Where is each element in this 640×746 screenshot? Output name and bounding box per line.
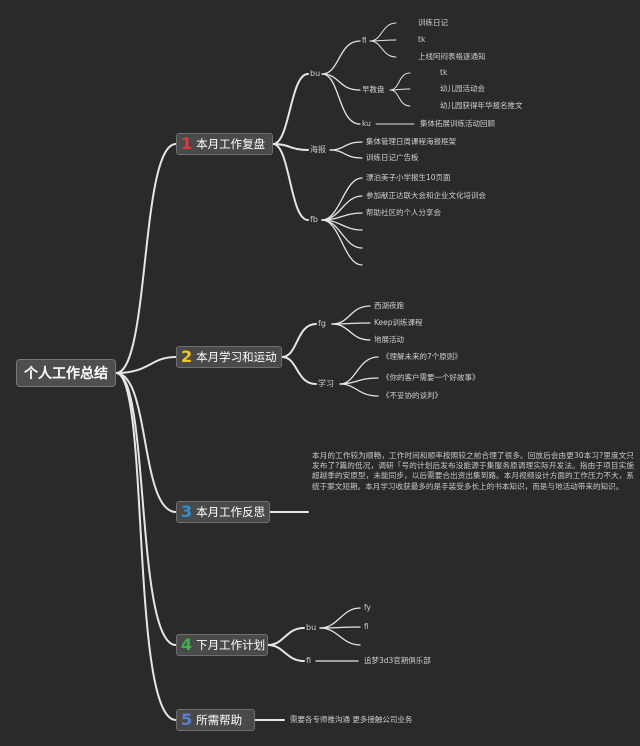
t2-sport-item-3: 地展活动	[374, 335, 404, 344]
topic-label: 下月工作计划	[196, 638, 266, 652]
topic-label: 本月学习和运动	[196, 350, 277, 364]
t1-branch-fb[interactable]: fb	[310, 215, 318, 224]
t1-branch-poster[interactable]: 海报	[310, 145, 326, 154]
t1-fb-item-2: 参加献正达联大会和企业文化培训会	[366, 191, 486, 200]
topic-number: 4	[181, 635, 193, 654]
topic-number: 1	[181, 134, 193, 153]
t3-reflection-text: 本月的工作较为顺畅，工作时间和顺率按照较之前合理了很多。回放后会由更30本习?里…	[312, 451, 634, 491]
t4-fi-item: 追梦3d3官期俱乐部	[364, 656, 431, 665]
t1-branch-bu[interactable]: bu	[310, 69, 321, 78]
t1-edu-item-2: 幼儿园活动会	[440, 84, 485, 93]
t1-fb-item-1: 漂泊美子小学报生10页面	[366, 173, 451, 182]
t2-book-2: 《你的客户需要一个好故事》	[382, 373, 480, 382]
topic-study-sport[interactable]: 2 本月学习和运动	[176, 346, 282, 368]
topic-number: 2	[181, 347, 193, 366]
t1-fi-item-2: tk	[418, 35, 426, 44]
topic-next-month-plan[interactable]: 4 下月工作计划	[176, 634, 268, 656]
t1-fi-item-1: 训练日记	[418, 18, 448, 27]
t1-poster-item-2: 训练日记广告板	[366, 153, 419, 162]
t2-sport-item-1: 西湖夜跑	[374, 301, 404, 310]
t5-help-item: 需要各专师推沟通 更多接触公司业务	[290, 715, 413, 724]
t4-bu-item-2: fi	[364, 622, 369, 631]
t4-branch-fi[interactable]: fi	[306, 656, 312, 665]
t4-bu-item-1: fy	[364, 603, 371, 612]
topic-label: 所需帮助	[196, 713, 243, 727]
t2-branch-study[interactable]: 学习	[318, 379, 334, 388]
topic-work-review[interactable]: 1 本月工作复盘	[176, 133, 273, 155]
t1-fb-item-3: 帮助社区的个人分享会	[366, 208, 441, 217]
t2-book-1: 《理解未来的7个原则》	[382, 352, 462, 361]
t1-edu-item-1: tk	[440, 68, 448, 77]
topic-number: 5	[181, 710, 193, 729]
t2-sport-item-2: Keep训练课程	[374, 318, 423, 327]
t1-sub-fi[interactable]: fi	[362, 36, 367, 45]
topic-work-reflection[interactable]: 3 本月工作反思	[176, 501, 270, 523]
topic-help-needed[interactable]: 5 所需帮助	[176, 709, 255, 731]
t2-book-3: 《不妥协的谈判》	[382, 391, 442, 400]
t2-branch-sport[interactable]: fg	[318, 319, 326, 328]
t1-fi-item-3: 上线阿闷表格逐通知	[418, 52, 486, 61]
root-node[interactable]: 个人工作总结	[16, 359, 116, 387]
topic-number: 3	[181, 502, 193, 521]
t1-poster-item-1: 集体管理日周课程海报框架	[366, 137, 456, 146]
topic-label: 本月工作复盘	[196, 137, 266, 151]
t1-edu-item-3: 幼儿园获得年华报名推文	[440, 101, 523, 110]
t1-sub-ku[interactable]: ku	[362, 119, 371, 128]
t1-sub-early-edu[interactable]: 早教盘	[362, 85, 385, 94]
t4-branch-bu[interactable]: bu	[306, 623, 317, 632]
t1-ku-item: 集体拓展训练活动回顾	[420, 119, 495, 128]
topic-label: 本月工作反思	[196, 505, 266, 519]
